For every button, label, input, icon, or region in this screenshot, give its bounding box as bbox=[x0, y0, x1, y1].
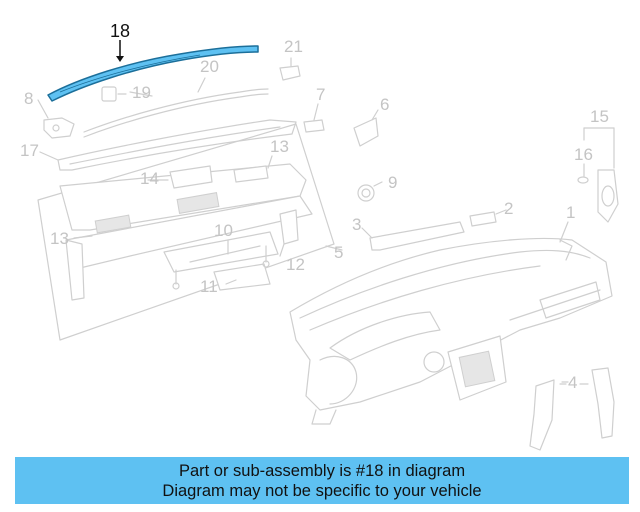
callout-13-lower: 13 bbox=[50, 229, 69, 248]
callout-20: 20 bbox=[200, 57, 219, 76]
callout-4: 4 bbox=[568, 373, 578, 392]
callout-12: 12 bbox=[286, 255, 305, 274]
callout-17: 17 bbox=[20, 141, 39, 160]
part-20-outline bbox=[83, 77, 269, 138]
callout-15: 15 bbox=[590, 107, 609, 126]
callout-18[interactable]: 18 bbox=[110, 21, 131, 41]
part-18-arrowhead bbox=[116, 56, 124, 62]
callout-leaders bbox=[39, 91, 569, 383]
part-3-outline bbox=[361, 221, 465, 251]
callout-7: 7 bbox=[316, 85, 326, 104]
part-4-outline bbox=[529, 367, 615, 451]
callout-13-upper: 13 bbox=[270, 137, 289, 156]
right-vent-outline bbox=[597, 169, 619, 223]
part-15-bracket bbox=[583, 127, 615, 169]
callout-19: 19 bbox=[132, 83, 151, 102]
part-16-outline bbox=[577, 163, 589, 184]
part-2-outline bbox=[469, 209, 507, 227]
callout-3: 3 bbox=[352, 215, 362, 234]
callout-11: 11 bbox=[200, 277, 218, 296]
part-21-outline bbox=[279, 57, 301, 81]
banner-line-part: Part or sub-assembly is #18 in diagram bbox=[178, 462, 466, 480]
callout-1: 1 bbox=[566, 203, 576, 222]
part-17-outline bbox=[57, 119, 297, 171]
callout-9: 9 bbox=[388, 173, 398, 192]
callout-10: 10 bbox=[214, 221, 233, 240]
callout-8: 8 bbox=[24, 89, 34, 108]
banner-line-disclaimer: Diagram may not be specific to your vehi… bbox=[162, 482, 482, 500]
part-18-highlighted[interactable] bbox=[47, 40, 259, 102]
duct-assembly-outline bbox=[59, 163, 313, 301]
callout-14: 14 bbox=[140, 169, 159, 188]
callout-16: 16 bbox=[574, 145, 593, 164]
part-9-outline bbox=[357, 181, 383, 202]
callout-5: 5 bbox=[334, 243, 344, 262]
part-1-instrument-panel bbox=[289, 237, 613, 425]
callout-2: 2 bbox=[504, 199, 514, 218]
part-6-outline bbox=[353, 109, 379, 147]
part-8-outline bbox=[37, 99, 75, 139]
part-5-box bbox=[37, 123, 343, 341]
part-19-outline bbox=[101, 86, 127, 102]
callout-21: 21 bbox=[284, 37, 303, 56]
dashboard-exploded-view bbox=[37, 40, 619, 451]
info-banner: Part or sub-assembly is #18 in diagram D… bbox=[15, 457, 629, 504]
part-7-outline bbox=[303, 103, 325, 133]
callout-6: 6 bbox=[380, 95, 390, 114]
